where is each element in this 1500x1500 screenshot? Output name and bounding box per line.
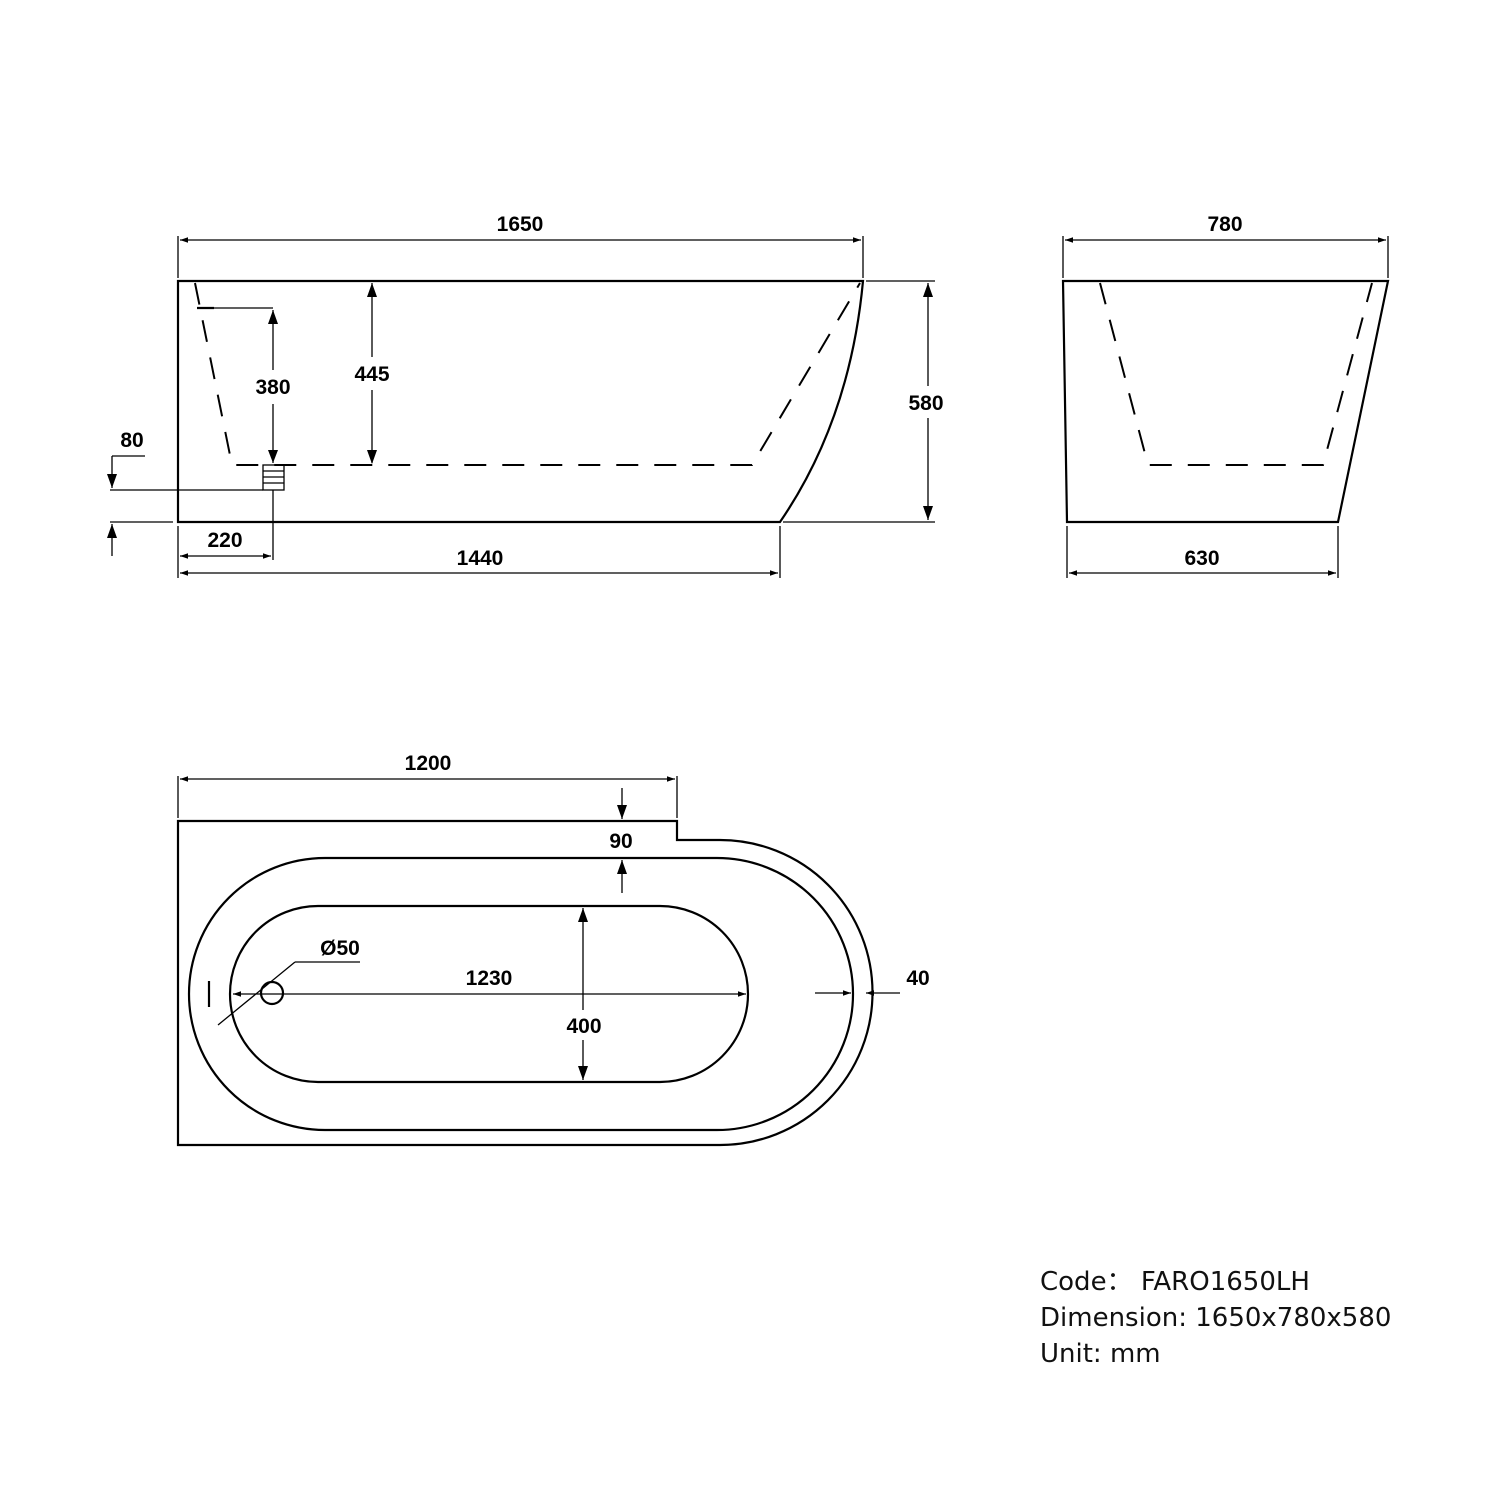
waste-fitting-icon — [262, 464, 285, 491]
spec-unit-label: Unit: — [1040, 1339, 1102, 1369]
dim-rim-thickness: 40 — [906, 967, 929, 990]
plan-view-basin — [228, 904, 750, 1084]
plan-view-rim — [187, 856, 855, 1132]
spec-dimension-label: Dimension: — [1040, 1303, 1187, 1333]
spec-dimension: Dimension: 1650x780x580 — [1040, 1300, 1391, 1336]
spec-code: Code： FARO1650LH — [1040, 1264, 1391, 1300]
front-view: 1650 1440 220 380 445 580 — [107, 213, 944, 578]
plan-view: Ø50 1200 90 1230 400 40 — [176, 752, 930, 1147]
spec-dimension-value: 1650x780x580 — [1195, 1303, 1392, 1333]
spec-block: Code： FARO1650LH Dimension: 1650x780x580… — [1040, 1264, 1391, 1372]
side-view-outline — [1061, 279, 1390, 524]
spec-unit: Unit: mm — [1040, 1336, 1391, 1372]
side-view: 780 630 — [1061, 213, 1390, 578]
dim-base-width: 630 — [1184, 547, 1219, 570]
dim-inner-length: 1230 — [466, 967, 513, 990]
plan-view-outline — [176, 819, 874, 1147]
spec-unit-value: mm — [1109, 1339, 1161, 1369]
dim-base-length: 1440 — [457, 547, 504, 570]
spec-code-value: FARO1650LH — [1140, 1267, 1310, 1297]
dim-waste-offset: 220 — [207, 529, 242, 552]
dim-waste-to-overflow: 380 — [255, 376, 290, 399]
front-view-inner-profile — [194, 282, 861, 466]
dim-inner-depth: 445 — [354, 363, 389, 386]
dim-overall-length: 1650 — [497, 213, 544, 236]
dim-waste-height: 80 — [120, 429, 143, 452]
waste-icon — [259, 980, 285, 1006]
dim-height: 580 — [908, 392, 943, 415]
dim-straight-length: 1200 — [405, 752, 452, 775]
front-view-outline — [176, 279, 865, 524]
dim-top-width: 780 — [1207, 213, 1242, 236]
dim-inner-width: 400 — [566, 1015, 601, 1038]
dim-waste-diameter: Ø50 — [320, 937, 360, 960]
side-view-inner-profile — [1099, 282, 1373, 466]
spec-code-label: Code： — [1040, 1267, 1133, 1297]
dim-step-depth: 90 — [609, 830, 632, 853]
